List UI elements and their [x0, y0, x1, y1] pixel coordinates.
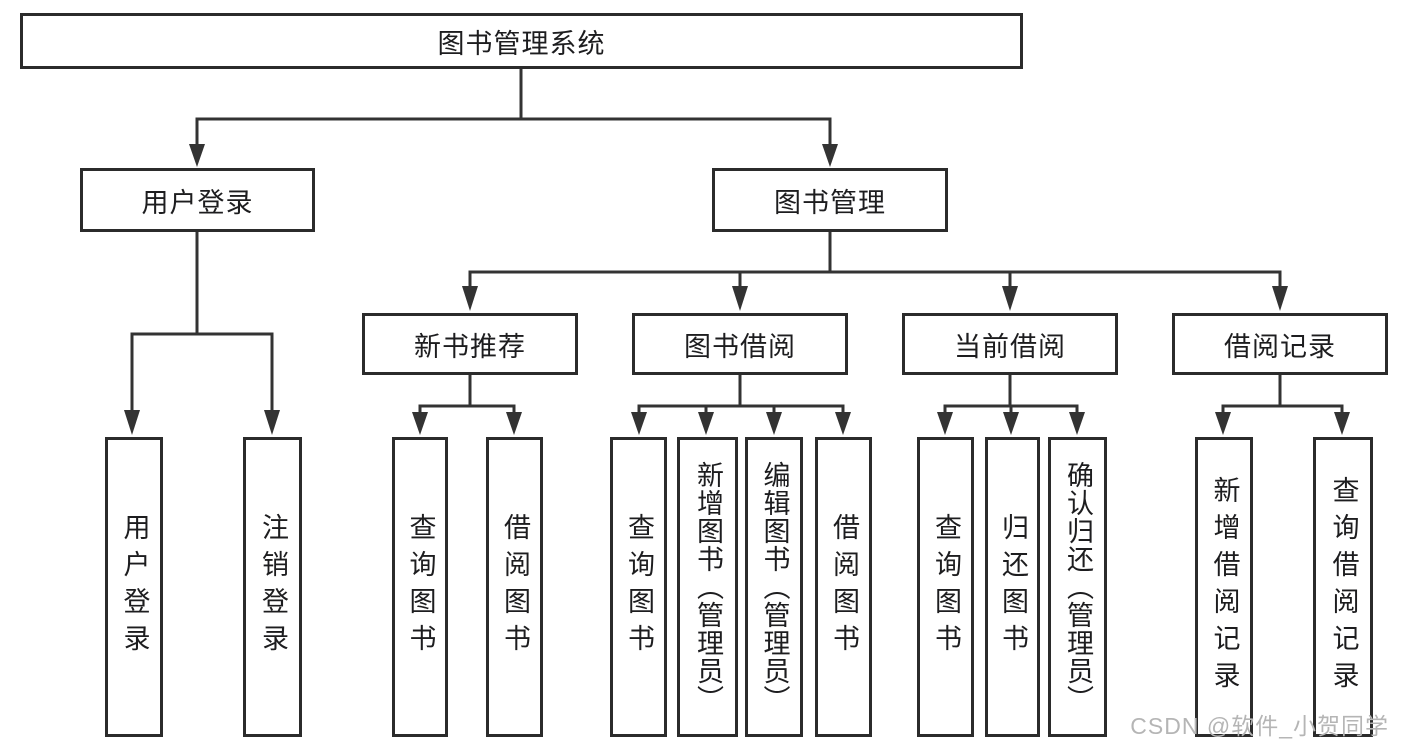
arrow-down-icon: [1272, 286, 1288, 311]
leaf-borrowing-add-books-admin-label: 新增图书（管理员）: [693, 461, 723, 713]
node-user-login-label: 用户登录: [141, 187, 254, 218]
leaf-borrowing-edit-books-admin-label: 编辑图书（管理员）: [759, 461, 790, 713]
leaf-recommend-query-books: 查询图书: [392, 437, 448, 737]
connector-current-borrowing: [937, 373, 1085, 435]
leaf-current-confirm-return-admin-label: 确认归还（管理员）: [1063, 461, 1093, 713]
leaf-current-confirm-return-admin: 确认归还（管理员）: [1048, 437, 1107, 737]
arrow-down-icon: [124, 410, 140, 435]
node-new-book-recommendation-label: 新书推荐: [414, 331, 526, 362]
leaf-borrowing-add-books-admin: 新增图书（管理员）: [677, 437, 738, 737]
node-current-borrowing-label: 当前借阅: [954, 331, 1066, 362]
arrow-down-icon: [1002, 286, 1018, 311]
connector-book-borrowing: [631, 373, 851, 435]
leaf-records-query-record: 查询借阅记录: [1313, 437, 1373, 737]
leaf-recommend-borrow-books: 借阅图书: [486, 437, 543, 737]
node-book-borrowing-label: 图书借阅: [684, 331, 796, 362]
arrow-down-icon: [937, 412, 953, 435]
connector-book-management: [462, 230, 1288, 311]
node-root-label: 图书管理系统: [437, 28, 606, 59]
arrow-down-icon: [732, 286, 748, 311]
node-new-book-recommendation: 新书推荐: [362, 313, 578, 375]
leaf-borrowing-query-books-label: 查询图书: [624, 513, 654, 661]
leaf-borrowing-query-books: 查询图书: [610, 437, 667, 737]
connector-borrowing-records: [1215, 373, 1350, 435]
connector-user-login: [124, 230, 280, 435]
arrow-down-icon: [412, 412, 428, 435]
arrow-down-icon: [462, 286, 478, 311]
leaf-current-query-books-label: 查询图书: [931, 513, 961, 661]
leaf-logout-label: 注销登录: [258, 513, 288, 661]
leaf-user-login: 用户登录: [105, 437, 163, 737]
leaf-current-return-books: 归还图书: [985, 437, 1040, 737]
watermark: CSDN @软件_小贺同学: [1130, 713, 1389, 739]
leaf-recommend-borrow-books-label: 借阅图书: [500, 513, 530, 661]
node-book-management-label: 图书管理: [774, 187, 886, 218]
arrow-down-icon: [631, 412, 647, 435]
arrow-down-icon: [698, 412, 714, 435]
arrow-down-icon: [506, 412, 522, 435]
leaf-borrowing-edit-books-admin: 编辑图书（管理员）: [745, 437, 803, 737]
node-current-borrowing: 当前借阅: [902, 313, 1118, 375]
leaf-logout: 注销登录: [243, 437, 302, 737]
node-user-login: 用户登录: [80, 168, 315, 232]
arrow-down-icon: [189, 144, 205, 167]
arrow-down-icon: [766, 412, 782, 435]
leaf-records-add-record: 新增借阅记录: [1195, 437, 1253, 737]
leaf-borrowing-borrow-books: 借阅图书: [815, 437, 872, 737]
arrow-down-icon: [1215, 412, 1231, 435]
connector-root: [189, 67, 838, 167]
arrow-down-icon: [1069, 412, 1085, 435]
leaf-user-login-label: 用户登录: [119, 513, 150, 661]
connector-new-book-recommendation: [412, 373, 522, 435]
leaf-recommend-query-books-label: 查询图书: [405, 513, 436, 661]
leaf-records-add-record-label: 新增借阅记录: [1209, 476, 1240, 698]
node-borrowing-records: 借阅记录: [1172, 313, 1388, 375]
arrow-down-icon: [822, 144, 838, 167]
leaf-records-query-record-label: 查询借阅记录: [1328, 476, 1359, 698]
arrow-down-icon: [1334, 412, 1350, 435]
leaf-current-query-books: 查询图书: [917, 437, 974, 737]
arrow-down-icon: [264, 410, 280, 435]
node-book-management: 图书管理: [712, 168, 948, 232]
node-root: 图书管理系统: [20, 13, 1023, 69]
leaf-current-return-books-label: 归还图书: [998, 513, 1028, 661]
node-book-borrowing: 图书借阅: [632, 313, 848, 375]
arrow-down-icon: [835, 412, 851, 435]
leaf-borrowing-borrow-books-label: 借阅图书: [829, 513, 859, 661]
arrow-down-icon: [1003, 412, 1019, 435]
node-borrowing-records-label: 借阅记录: [1224, 331, 1336, 362]
